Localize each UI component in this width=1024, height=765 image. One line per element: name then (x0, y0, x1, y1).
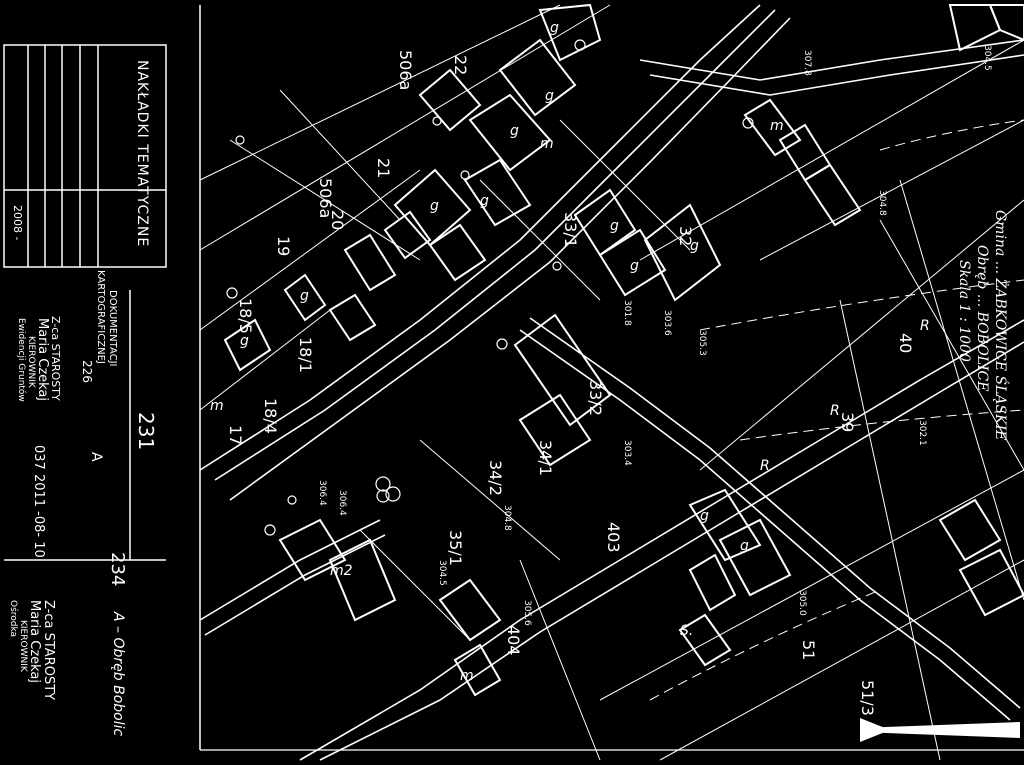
parcel-label: 22 (451, 55, 470, 75)
parcel-label: 34/1 (536, 440, 555, 476)
parcel-label: 34/2 (486, 460, 505, 496)
symbol-label: m2 (330, 563, 353, 579)
elevation-label: 302.1 (917, 420, 927, 446)
parcel-label: 403 (604, 522, 623, 553)
elevation-label: 307.8 (802, 50, 812, 76)
symbol-label: g (630, 258, 639, 274)
signatory-title: Z-ca STAROSTY (49, 316, 62, 401)
stamp-line-1: DOKUMENTACJI (107, 290, 118, 367)
symbol-label: g (510, 123, 519, 139)
parcel-label: 506a (316, 178, 335, 218)
parcel-label: 32 (676, 226, 695, 246)
date-right: 037 2011 -08- 10 (31, 445, 46, 558)
north-arrow-icon (860, 718, 1020, 742)
stamp-heading: NAKŁADKI TEMATYCZNE (134, 60, 150, 248)
elevation-label: 303.6 (662, 310, 672, 336)
symbol-label: g (700, 508, 709, 524)
symbol-label: R (760, 458, 770, 474)
symbol-label: g (740, 538, 749, 554)
stamp-line-2: KARTOGRAFICZNEJ (95, 270, 106, 364)
symbol-label: m (540, 136, 554, 152)
parcel-label: 33/2 (586, 380, 605, 416)
sheet-number-bottom: 234 (107, 552, 128, 587)
landuse-symbols: g g g g g g g g g g g g R R R m m m m S.… (210, 20, 930, 684)
parcel-label: 18/1 (296, 337, 315, 373)
sheet-number-top: 231 (134, 412, 158, 451)
heading-line-1: Gmina ... ŻABKOWICE ŚLĄSKIE (992, 210, 1008, 441)
elevation-label: 301.8 (622, 300, 632, 326)
parcel-label: 18/5 (236, 298, 255, 334)
parcel-boundaries (199, 4, 1024, 761)
symbol-label: R (830, 403, 840, 419)
parcel-labels: 22 21 20 19 18/1 18/4 18/5 17 32 33/1 33… (226, 50, 915, 716)
signatory-name: Maria Czekaj (35, 318, 50, 402)
parcel-label: 17 (226, 425, 245, 445)
elevation-label: 304.5 (982, 45, 992, 71)
symbol-label: g (480, 193, 489, 209)
stamp-box (3, 44, 167, 561)
parcel-label: 39 (838, 412, 857, 432)
parcel-label: 35/1 (446, 530, 465, 566)
date-left: 2008 - (11, 205, 24, 241)
elevation-label: 306.4 (337, 490, 347, 516)
parcel-label: 33/1 (561, 212, 580, 248)
symbol-label: m (210, 398, 224, 414)
survey-points (226, 39, 754, 536)
elevation-label: 304.5 (437, 560, 447, 586)
symbol-label: g (610, 218, 619, 234)
signatory-name-2: Maria Czekaj (27, 600, 42, 684)
symbol-label: S. (680, 623, 693, 639)
symbol-label: g (545, 88, 554, 104)
parcel-label: 40 (896, 333, 915, 353)
heading-line-3: Skala 1 : 1000 (956, 260, 972, 362)
elevation-label: 305.3 (697, 330, 707, 356)
office-sub: Ewidencji Gruntów (16, 318, 26, 402)
sheet-letter: A (88, 452, 104, 462)
elevation-label: 303.4 (622, 440, 632, 466)
symbol-label: m (460, 668, 474, 684)
elevation-label: 304.8 (502, 505, 512, 531)
office-label: KIEROWNIK (26, 336, 36, 388)
office-label-2: KIEROWNIK (18, 620, 28, 672)
symbol-label: g (300, 288, 309, 304)
elevation-label: 306.4 (317, 480, 327, 506)
symbol-label: g (690, 238, 699, 254)
stamp-line-3: 226 (80, 360, 94, 383)
parcel-label: 506a (396, 50, 415, 90)
symbol-label: m (770, 118, 784, 134)
elevation-labels: 307.8 304.5 305.3 301.8 303.4 306.4 304.… (317, 45, 992, 626)
signatory-title-2: Z-ca STAROSTY (41, 600, 56, 701)
parcel-label: 404 (504, 625, 523, 656)
parcel-label: 21 (374, 158, 393, 178)
symbol-label: g (240, 333, 249, 349)
parcel-label: 20 (328, 210, 347, 230)
symbol-label: g (430, 198, 439, 214)
elevation-label: 304.8 (877, 190, 887, 216)
parcel-label: 19 (274, 236, 293, 256)
parcel-label: 51 (799, 640, 818, 660)
sheet-title: A – Obręb Bobolic (110, 612, 126, 737)
parcel-label: 51/3 (858, 680, 877, 716)
utility-lines (649, 119, 1024, 701)
parcel-label: 18/4 (261, 398, 280, 434)
office-extra: Ośrodka (8, 600, 18, 638)
elevation-label: 305.0 (797, 590, 807, 616)
symbol-label: g (550, 20, 559, 36)
heading-line-2: Obręb ... BOBOLICE (974, 245, 990, 392)
road-corridors (199, 4, 1024, 761)
buildings (223, 3, 1024, 697)
symbol-label: R (920, 318, 930, 334)
elevation-label: 305.6 (522, 600, 532, 626)
